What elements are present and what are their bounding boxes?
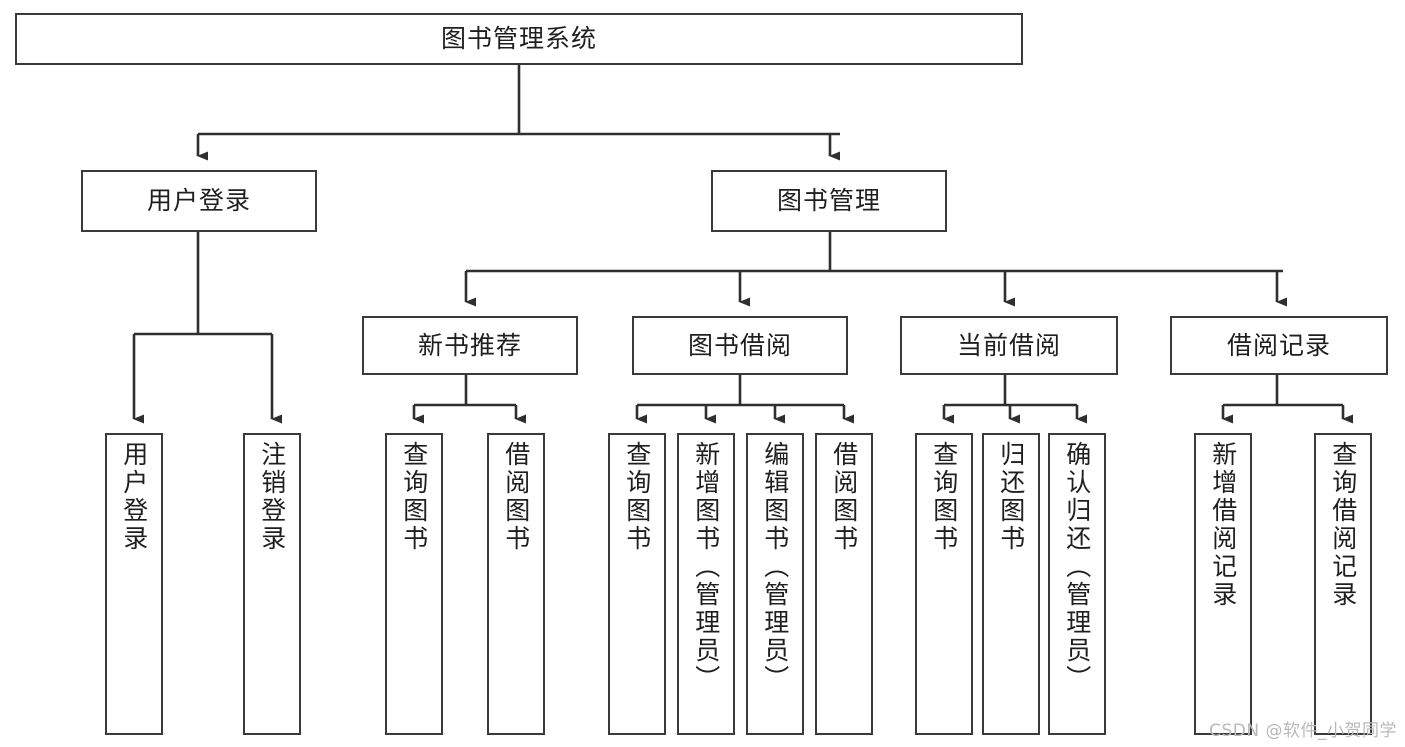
node-label: 新增图书（管理员）	[691, 441, 721, 693]
node-book-borrow[interactable]: 图书借阅	[632, 316, 848, 375]
node-label: 查询借阅记录	[1328, 441, 1358, 609]
node-label: 查询图书	[929, 441, 959, 553]
node-root-book-management-system[interactable]: 图书管理系统	[15, 13, 1023, 65]
node-label: 图书借阅	[687, 330, 792, 360]
node-leaf-confirm-return-admin[interactable]: 确认归还（管理员）	[1048, 433, 1106, 735]
node-label: 借阅图书	[829, 441, 859, 553]
node-label: 用户登录	[146, 186, 251, 215]
node-book-management[interactable]: 图书管理	[711, 170, 947, 232]
node-label: 归还图书	[996, 441, 1026, 553]
node-leaf-query-book-current[interactable]: 查询图书	[915, 433, 973, 735]
node-leaf-borrow-book-recommend[interactable]: 借阅图书	[487, 433, 545, 735]
node-current-borrow[interactable]: 当前借阅	[900, 316, 1118, 375]
node-leaf-user-login[interactable]: 用户登录	[105, 433, 163, 735]
node-leaf-logout-login[interactable]: 注销登录	[243, 433, 301, 735]
node-user-login[interactable]: 用户登录	[81, 170, 317, 232]
node-label: 用户登录	[119, 441, 149, 553]
node-label: 新书推荐	[417, 330, 522, 360]
node-label: 查询图书	[622, 441, 652, 553]
node-leaf-return-book[interactable]: 归还图书	[982, 433, 1040, 735]
node-label: 图书管理系统	[440, 24, 597, 53]
node-leaf-edit-book-admin[interactable]: 编辑图书（管理员）	[746, 433, 804, 735]
node-label: 确认归还（管理员）	[1062, 441, 1092, 693]
csdn-watermark: CSDN @软件_小贺同学	[1209, 721, 1397, 741]
node-leaf-add-borrow-record[interactable]: 新增借阅记录	[1194, 433, 1252, 735]
node-leaf-borrow-book[interactable]: 借阅图书	[815, 433, 873, 735]
node-label: 借阅图书	[501, 441, 531, 553]
node-label: 借阅记录	[1226, 330, 1331, 360]
node-leaf-query-book-borrow[interactable]: 查询图书	[608, 433, 666, 735]
node-new-book-recommend[interactable]: 新书推荐	[362, 316, 578, 375]
node-label: 当前借阅	[956, 330, 1061, 360]
node-leaf-query-book-recommend[interactable]: 查询图书	[385, 433, 443, 735]
node-label: 查询图书	[399, 441, 429, 553]
node-leaf-add-book-admin[interactable]: 新增图书（管理员）	[677, 433, 735, 735]
node-label: 新增借阅记录	[1208, 441, 1238, 609]
node-label: 图书管理	[776, 186, 881, 215]
node-borrow-record[interactable]: 借阅记录	[1170, 316, 1388, 375]
node-label: 编辑图书（管理员）	[760, 441, 790, 693]
node-leaf-query-borrow-record[interactable]: 查询借阅记录	[1314, 433, 1372, 735]
node-label: 注销登录	[257, 441, 287, 553]
